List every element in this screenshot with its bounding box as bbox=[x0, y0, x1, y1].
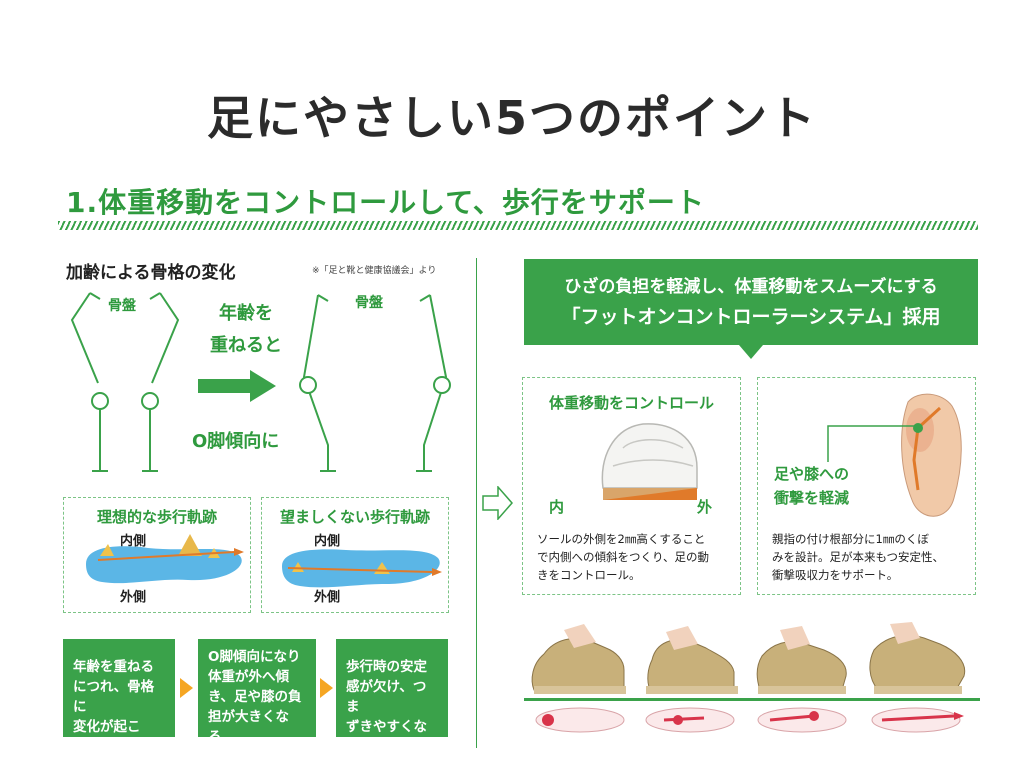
feature-callout: ひざの負担を軽減し、体重移動をスムーズにする 「フットオンコントローラーシステム… bbox=[524, 259, 978, 345]
pelvis-label-aged: 骨盤 bbox=[355, 295, 383, 311]
impact-feature: 足や膝への 衝撃を軽減 bbox=[774, 462, 849, 510]
step-box-3: 歩行時の安定 感が欠け、つま ずきやすくなる。 bbox=[336, 639, 448, 755]
ideal-footprint bbox=[86, 534, 244, 584]
text-line: ソールの外側を2㎜高くすること bbox=[537, 532, 706, 546]
bad-outer-label: 外側 bbox=[314, 590, 341, 605]
impact-text: 親指の付け根部分に1㎜のくぼ みを設計。足が本来もつ安定性、 衝撃吸収力をサポー… bbox=[772, 530, 968, 584]
step3-line: 感が欠け、つま bbox=[346, 679, 427, 715]
pelvis-label-young: 骨盤 bbox=[108, 298, 136, 314]
bad-gait-title: 望ましくない歩行軌跡 bbox=[279, 508, 430, 526]
right-arrow-icon bbox=[198, 370, 276, 402]
step1-line: につれ、骨格に bbox=[73, 679, 155, 715]
step3-line: 歩行時の安定 bbox=[346, 659, 427, 675]
step1-line: 年齢を重ねる bbox=[73, 659, 154, 675]
callout-line-2: 「フットオンコントローラーシステム」採用 bbox=[561, 306, 941, 328]
age-text: 年齢を 重ねると bbox=[196, 298, 296, 362]
step-box-1: 年齢を重ねる につれ、骨格に 変化が起こる。 bbox=[63, 639, 175, 755]
step-arrow-icon bbox=[180, 678, 193, 698]
feature-line: 足や膝への bbox=[774, 465, 850, 483]
page-title: 足にやさしい5つのポイント bbox=[206, 91, 817, 145]
text-line: 衝撃吸収力をサポート。 bbox=[772, 568, 899, 582]
text-line: きをコントロール。 bbox=[537, 568, 641, 582]
aged-legs-illustration bbox=[299, 294, 451, 472]
bad-inner-label: 内側 bbox=[314, 534, 341, 549]
inner-label: 内 bbox=[549, 498, 565, 516]
bad-gait-box: 望ましくない歩行軌跡 内側 外側 bbox=[261, 497, 449, 613]
hatch-divider bbox=[58, 221, 978, 230]
ideal-gait-box: 理想的な歩行軌跡 内側 外側 bbox=[63, 497, 251, 613]
text-line: 親指の付け根部分に1㎜のくぼ bbox=[772, 532, 929, 546]
step-box-2: O脚傾向になり 体重が外へ傾 き、足や膝の負 担が大きくなる。 bbox=[198, 639, 316, 745]
outline-arrow-icon bbox=[482, 486, 513, 520]
ideal-gait-title: 理想的な歩行軌跡 bbox=[96, 508, 217, 526]
callout-line-1: ひざの負担を軽減し、体重移動をスムーズにする bbox=[564, 277, 938, 297]
section-title: 1.体重移動をコントロールして、歩行をサポート bbox=[66, 186, 705, 219]
young-legs-illustration bbox=[70, 292, 180, 472]
walking-shoes-sequence bbox=[524, 622, 980, 733]
age-line-1: 年齢を bbox=[219, 303, 273, 324]
pointer-line bbox=[827, 425, 916, 462]
step2-line: 担が大きくなる。 bbox=[208, 709, 289, 745]
impact-panel: 足や膝への 衝撃を軽減 親指の付け根部分に1㎜のくぼ みを設計。足が本来もつ安定… bbox=[757, 377, 976, 595]
step-arrow-icon bbox=[320, 678, 333, 698]
step2-line: 体重が外へ傾 bbox=[208, 669, 289, 685]
bad-footprint bbox=[282, 549, 442, 588]
vertical-divider bbox=[476, 258, 477, 748]
age-line-2: 重ねると bbox=[210, 335, 282, 356]
source-note: ※「足と靴と健康協議会」より bbox=[312, 266, 437, 276]
text-line: みを設計。足が本来もつ安定性、 bbox=[772, 550, 945, 564]
shoe-heel-illustration bbox=[601, 423, 698, 500]
outer-label: 外 bbox=[697, 498, 713, 516]
step2-line: き、足や膝の負 bbox=[208, 689, 302, 705]
callout-pointer bbox=[739, 345, 763, 359]
ideal-outer-label: 外側 bbox=[120, 590, 147, 605]
feature-line: 衝撃を軽減 bbox=[774, 489, 850, 507]
weight-control-title: 体重移動をコントロール bbox=[548, 394, 714, 412]
bowleg-text: O脚傾向に bbox=[192, 431, 280, 452]
skeleton-heading: 加齢による骨格の変化 bbox=[66, 263, 236, 283]
weight-control-text: ソールの外側を2㎜高くすること で内側への傾斜をつくり、足の動 きをコントロール… bbox=[537, 530, 733, 584]
text-line: で内側への傾斜をつくり、足の動 bbox=[537, 550, 710, 564]
weight-control-panel: 体重移動をコントロール 内 外 ソールの外側を2㎜高くすること で内側への傾斜を… bbox=[522, 377, 741, 595]
ideal-inner-label: 内側 bbox=[120, 534, 147, 549]
step3-line: ずきやすくなる。 bbox=[346, 719, 427, 755]
step1-line: 変化が起こる。 bbox=[73, 719, 141, 755]
step2-line: O脚傾向になり bbox=[208, 649, 301, 665]
